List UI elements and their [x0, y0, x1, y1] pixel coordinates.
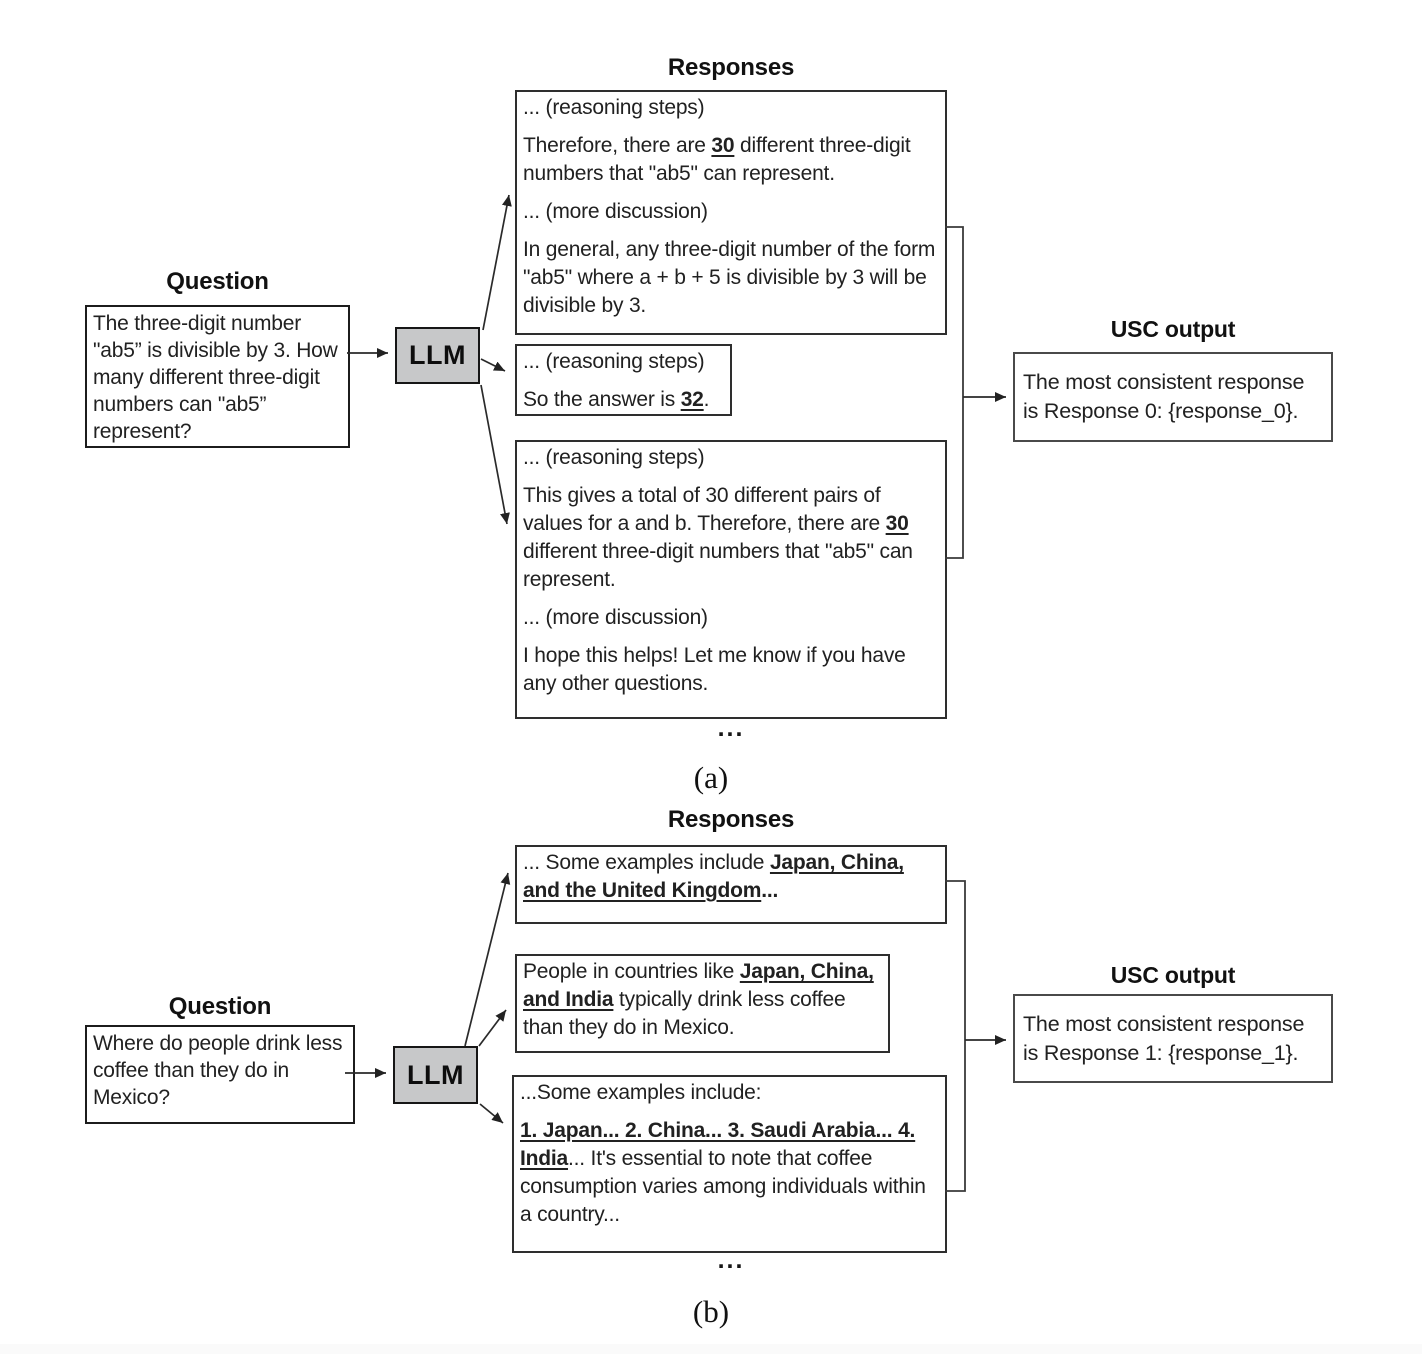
- question-text: The three-digit number "ab5” is divisibl…: [93, 312, 338, 443]
- response-box: ... (reasoning steps)So the answer is 32…: [515, 344, 732, 416]
- arrow-llm-to-response-3: [479, 1103, 504, 1124]
- responses-bracket: [945, 226, 964, 559]
- arrow-llm-to-response-3: [480, 384, 510, 525]
- responses-ellipsis: ...: [717, 1246, 745, 1274]
- llm-label: LLM: [407, 1059, 464, 1090]
- usc-output-text: The most consistent response is Response…: [1023, 1011, 1305, 1065]
- question-label: Question: [168, 993, 272, 1020]
- llm-box: LLM: [393, 1046, 478, 1104]
- arrow-llm-to-response-1: [464, 872, 511, 1047]
- response-box: ... (reasoning steps)Therefore, there ar…: [515, 90, 947, 335]
- arrow-llm-to-response-2: [480, 358, 506, 372]
- responses-label: Responses: [667, 806, 795, 833]
- response-box: ...Some examples include:1. Japan... 2. …: [512, 1075, 947, 1253]
- responses-label: Responses: [667, 54, 795, 81]
- response-box: ... (reasoning steps)This gives a total …: [515, 440, 947, 719]
- llm-label: LLM: [409, 340, 466, 370]
- responses-bracket: [945, 880, 966, 1192]
- response-box: People in countries like Japan, China, a…: [515, 954, 890, 1053]
- figure-caption: (b): [692, 1294, 730, 1329]
- bottom-strip: [0, 1344, 1422, 1354]
- llm-box: LLM: [395, 327, 480, 384]
- usc-output-box: The most consistent response is Response…: [1013, 352, 1333, 442]
- figure-caption: (a): [693, 760, 729, 795]
- question-box: Where do people drink less coffee than t…: [85, 1025, 355, 1124]
- usc-output-box: The most consistent response is Response…: [1013, 994, 1333, 1083]
- question-box: The three-digit number "ab5” is divisibl…: [85, 305, 350, 448]
- response-box: ... Some examples include Japan, China, …: [515, 845, 947, 924]
- responses-ellipsis: ...: [717, 714, 745, 742]
- question-label: Question: [166, 268, 269, 295]
- arrow-llm-to-response-1: [482, 194, 512, 331]
- usc-output-label: USC output: [1110, 962, 1236, 988]
- arrow-llm-to-response-2: [478, 1009, 507, 1047]
- question-text: Where do people drink less coffee than t…: [93, 1032, 343, 1109]
- usc-output-text: The most consistent response is Response…: [1023, 370, 1305, 423]
- usc-output-label: USC output: [1110, 316, 1236, 342]
